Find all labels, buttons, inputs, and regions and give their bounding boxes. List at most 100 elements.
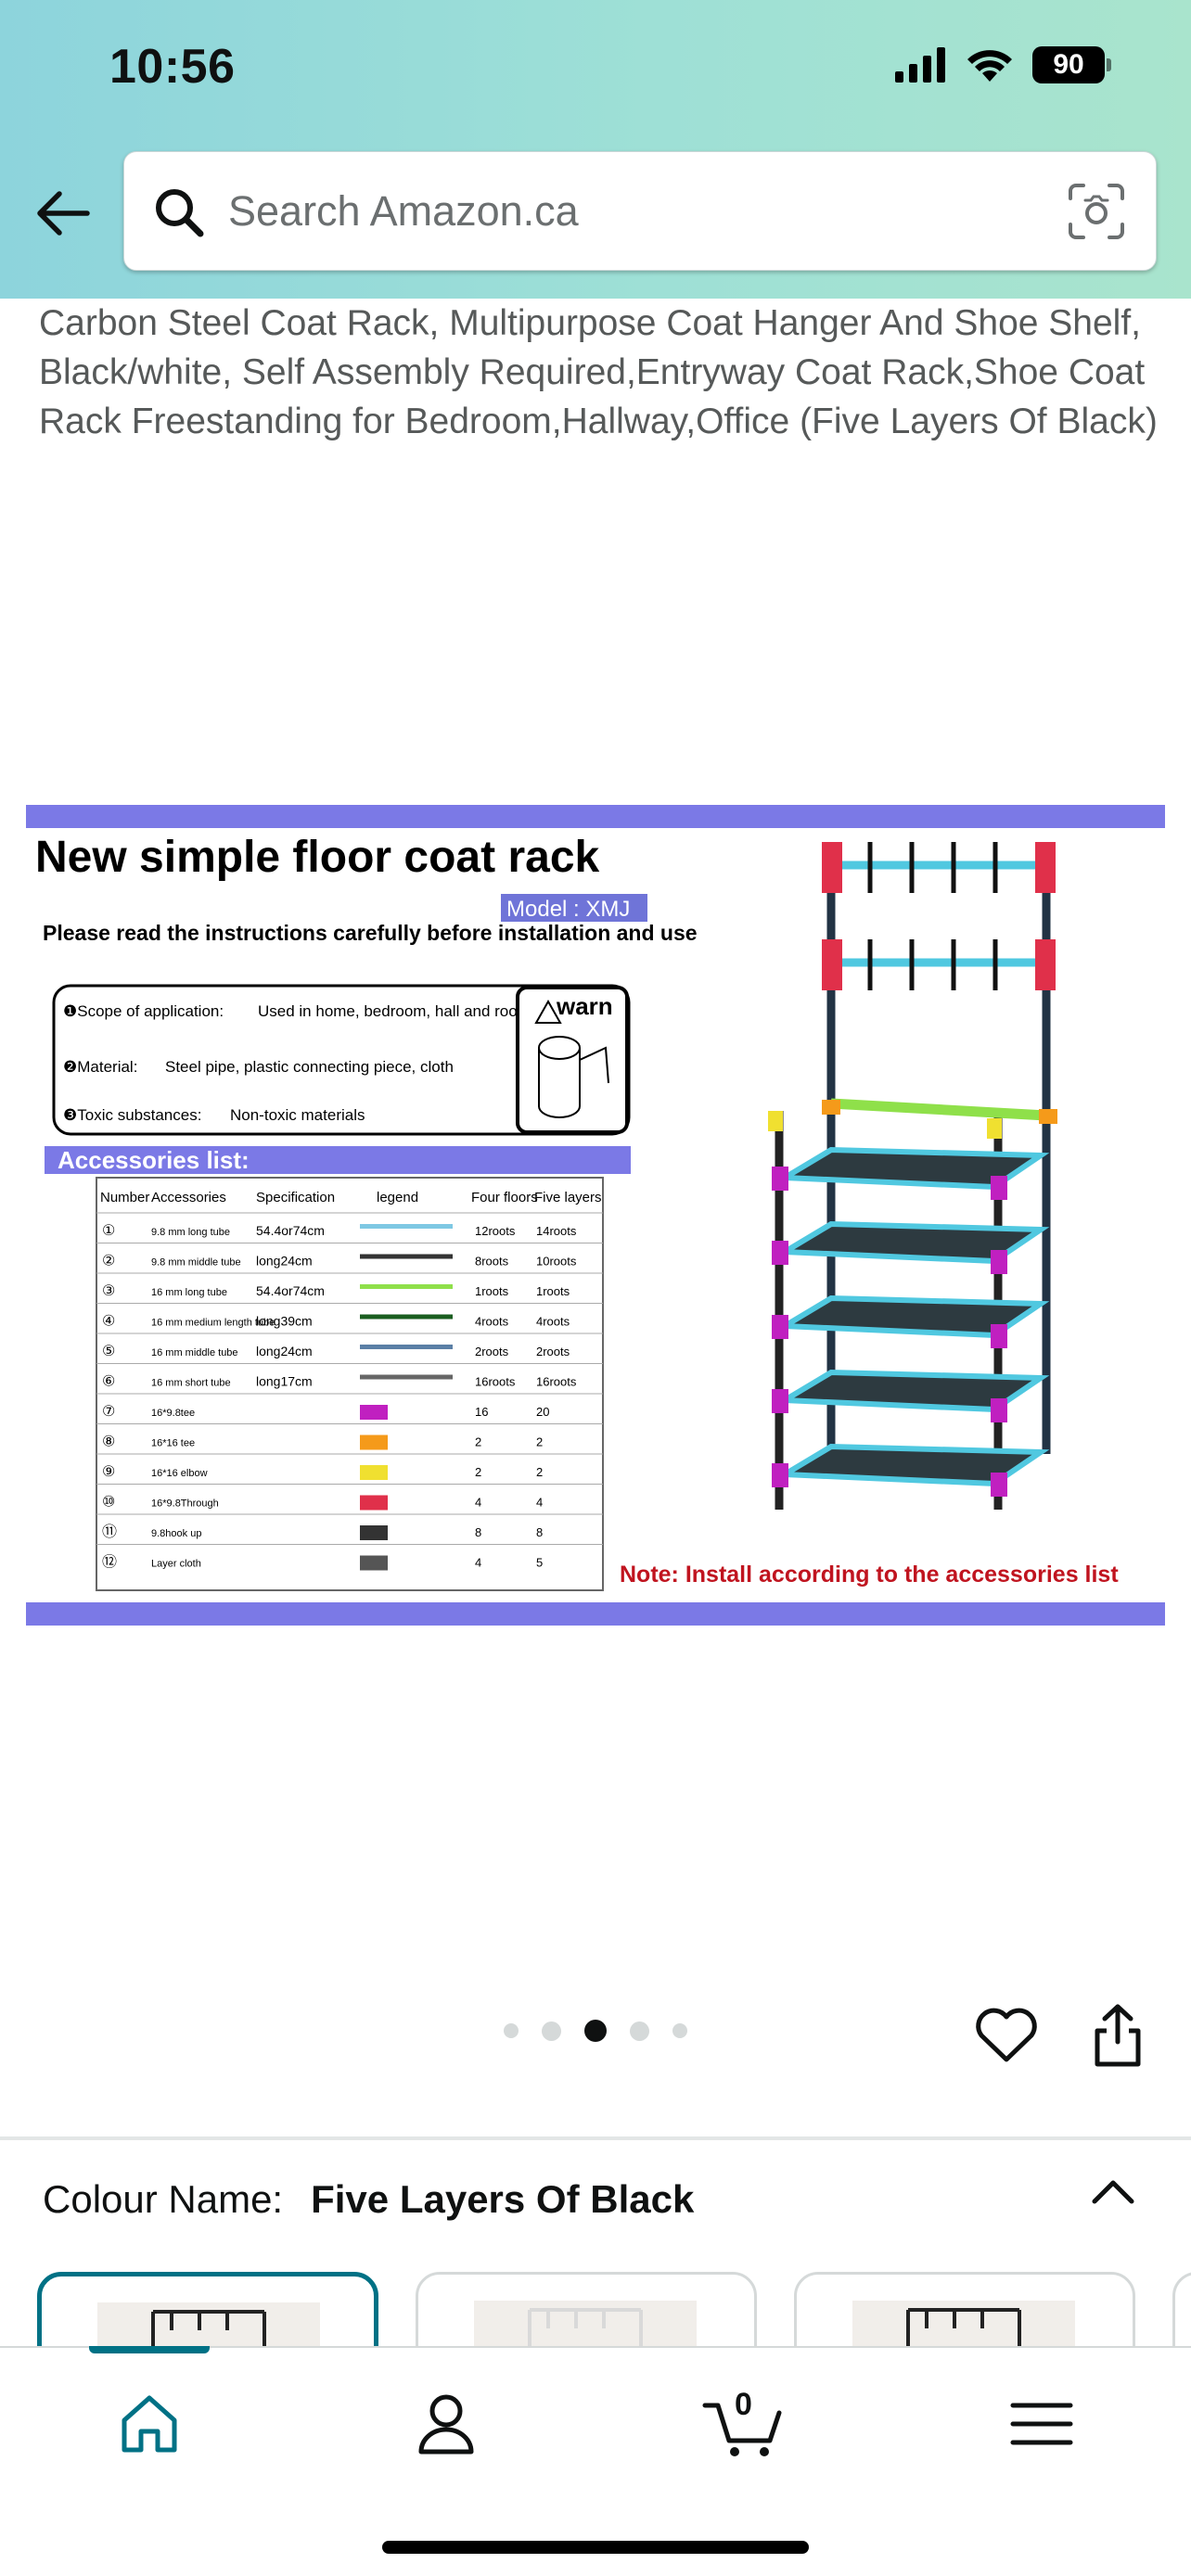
th-number: Number [100, 1190, 149, 1205]
material-text: Steel pipe, plastic connecting piece, cl… [165, 1058, 454, 1076]
table-cell: 16 [475, 1405, 488, 1419]
nav-active-indicator [89, 2346, 210, 2353]
table-cell: ② [102, 1254, 115, 1269]
menu-icon[interactable] [1000, 2389, 1083, 2459]
pipe-illustration [538, 1036, 609, 1118]
legend-swatch [360, 1345, 453, 1349]
legend-swatch [360, 1525, 388, 1540]
variant-black[interactable] [794, 2272, 1135, 2346]
pager-dot[interactable] [630, 2021, 649, 2041]
status-time: 10:56 [109, 40, 236, 94]
account-icon[interactable] [404, 2389, 488, 2459]
image-model: Model : XMJ [506, 897, 630, 922]
scope-text: Used in home, bedroom, hall and room [258, 1002, 531, 1020]
th-four-floors: Four floors [471, 1190, 538, 1205]
accessories-table: Number Accessories Specification legend … [96, 1177, 604, 1591]
search-bar[interactable] [123, 151, 1157, 271]
toxic-text: Non-toxic materials [230, 1106, 365, 1124]
legend-swatch [360, 1254, 453, 1259]
table-cell: 16*16 tee [151, 1438, 195, 1449]
table-cell: 4 [475, 1556, 481, 1570]
search-icon [156, 189, 204, 237]
table-cell: 54.4or74cm [256, 1283, 325, 1298]
product-image[interactable]: New simple floor coat rack Please read t… [26, 805, 1165, 1630]
table-cell: Layer cloth [151, 1559, 201, 1570]
image-top-banner [26, 805, 1165, 828]
table-cell: long17cm [256, 1374, 313, 1389]
table-cell: ⑩ [102, 1495, 115, 1511]
camera-scan-icon[interactable] [1065, 180, 1128, 243]
table-cell: 54.4or74cm [256, 1223, 325, 1238]
table-header: Number Accessories Specification legend … [100, 1190, 602, 1205]
legend-swatch [360, 1314, 453, 1320]
table-cell: 16 mm short tube [151, 1378, 231, 1389]
legend-swatch [360, 1224, 453, 1229]
wifi-icon [967, 50, 1012, 82]
table-cell: 2 [536, 1465, 543, 1479]
variant-five-layers-black[interactable] [37, 2272, 378, 2346]
table-cell: ⑥ [102, 1374, 115, 1390]
table-cell: 2 [475, 1435, 481, 1449]
pager-dot[interactable] [504, 2023, 519, 2038]
battery-icon: 90 [1032, 46, 1111, 83]
heart-icon[interactable] [974, 2006, 1039, 2065]
search-input[interactable] [228, 180, 1044, 243]
variant-thumbnail [97, 2302, 320, 2346]
material-label: ❷Material: [63, 1058, 137, 1076]
colour-label: Colour Name: [43, 2177, 284, 2221]
table-cell: 1roots [475, 1284, 509, 1298]
table-cell: 2roots [536, 1345, 570, 1358]
image-note: Note: Install according to the accessori… [620, 1562, 1119, 1588]
pager-dot[interactable] [672, 2023, 687, 2038]
colour-row: Colour Name: Five Layers Of Black [43, 2177, 694, 2222]
variant-more[interactable] [1172, 2272, 1191, 2346]
cart-button[interactable]: 0 [701, 2387, 790, 2459]
pager-dot-active[interactable] [584, 2020, 607, 2042]
image-heading: New simple floor coat rack [35, 833, 600, 882]
home-indicator [382, 2541, 809, 2554]
table-cell: 8 [536, 1525, 543, 1539]
warning-triangle-icon [534, 999, 562, 1024]
table-cell: ⑦ [102, 1404, 115, 1420]
legend-swatch [360, 1374, 453, 1380]
legend-swatch [360, 1405, 388, 1420]
table-cell: 5 [536, 1556, 543, 1570]
table-cell: 9.8 mm long tube [151, 1227, 230, 1238]
th-accessories: Accessories [151, 1190, 226, 1205]
table-cell: 9.8 mm middle tube [151, 1257, 241, 1269]
bottom-nav: 0 [0, 2346, 1191, 2576]
chevron-up-icon[interactable] [1087, 2174, 1139, 2211]
back-button[interactable] [28, 182, 98, 245]
table-cell: long39cm [256, 1314, 313, 1329]
warn-label: warn [556, 992, 613, 1020]
table-cell: 4roots [475, 1315, 509, 1329]
coat-rack-illustration [768, 842, 1057, 1510]
table-cell: 16 mm medium length tube [151, 1318, 275, 1329]
pager-dot[interactable] [542, 2021, 561, 2041]
legend-swatch [360, 1284, 453, 1289]
product-title[interactable]: Carbon Steel Coat Rack, Multipurpose Coa… [39, 303, 1158, 441]
image-bottom-banner [26, 1602, 1165, 1626]
share-icon[interactable] [1090, 2003, 1146, 2070]
cart-icon [702, 2403, 782, 2456]
table-cell: 1roots [536, 1284, 570, 1298]
table-cell: ⑧ [102, 1435, 115, 1450]
variant-white[interactable] [416, 2272, 757, 2346]
legend-swatch [360, 1435, 388, 1450]
table-cell: 4 [536, 1496, 543, 1510]
accessories-title: Accessories list: [58, 1146, 250, 1174]
table-cell: ③ [102, 1283, 115, 1299]
home-icon[interactable] [108, 2389, 191, 2459]
table-cell: 16 mm long tube [151, 1287, 227, 1298]
table-cell: 16*9.8tee [151, 1408, 195, 1419]
table-cell: ⑫ [102, 1554, 117, 1571]
table-cell: ⑪ [102, 1524, 117, 1540]
table-cell: 16 mm middle tube [151, 1347, 238, 1358]
legend-swatch [360, 1555, 388, 1571]
image-pager[interactable] [0, 2020, 1191, 2042]
variant-thumbnail [852, 2301, 1075, 2346]
variant-thumbnail [474, 2301, 697, 2346]
signal-icon [895, 47, 945, 83]
table-cell: 8roots [475, 1255, 509, 1269]
